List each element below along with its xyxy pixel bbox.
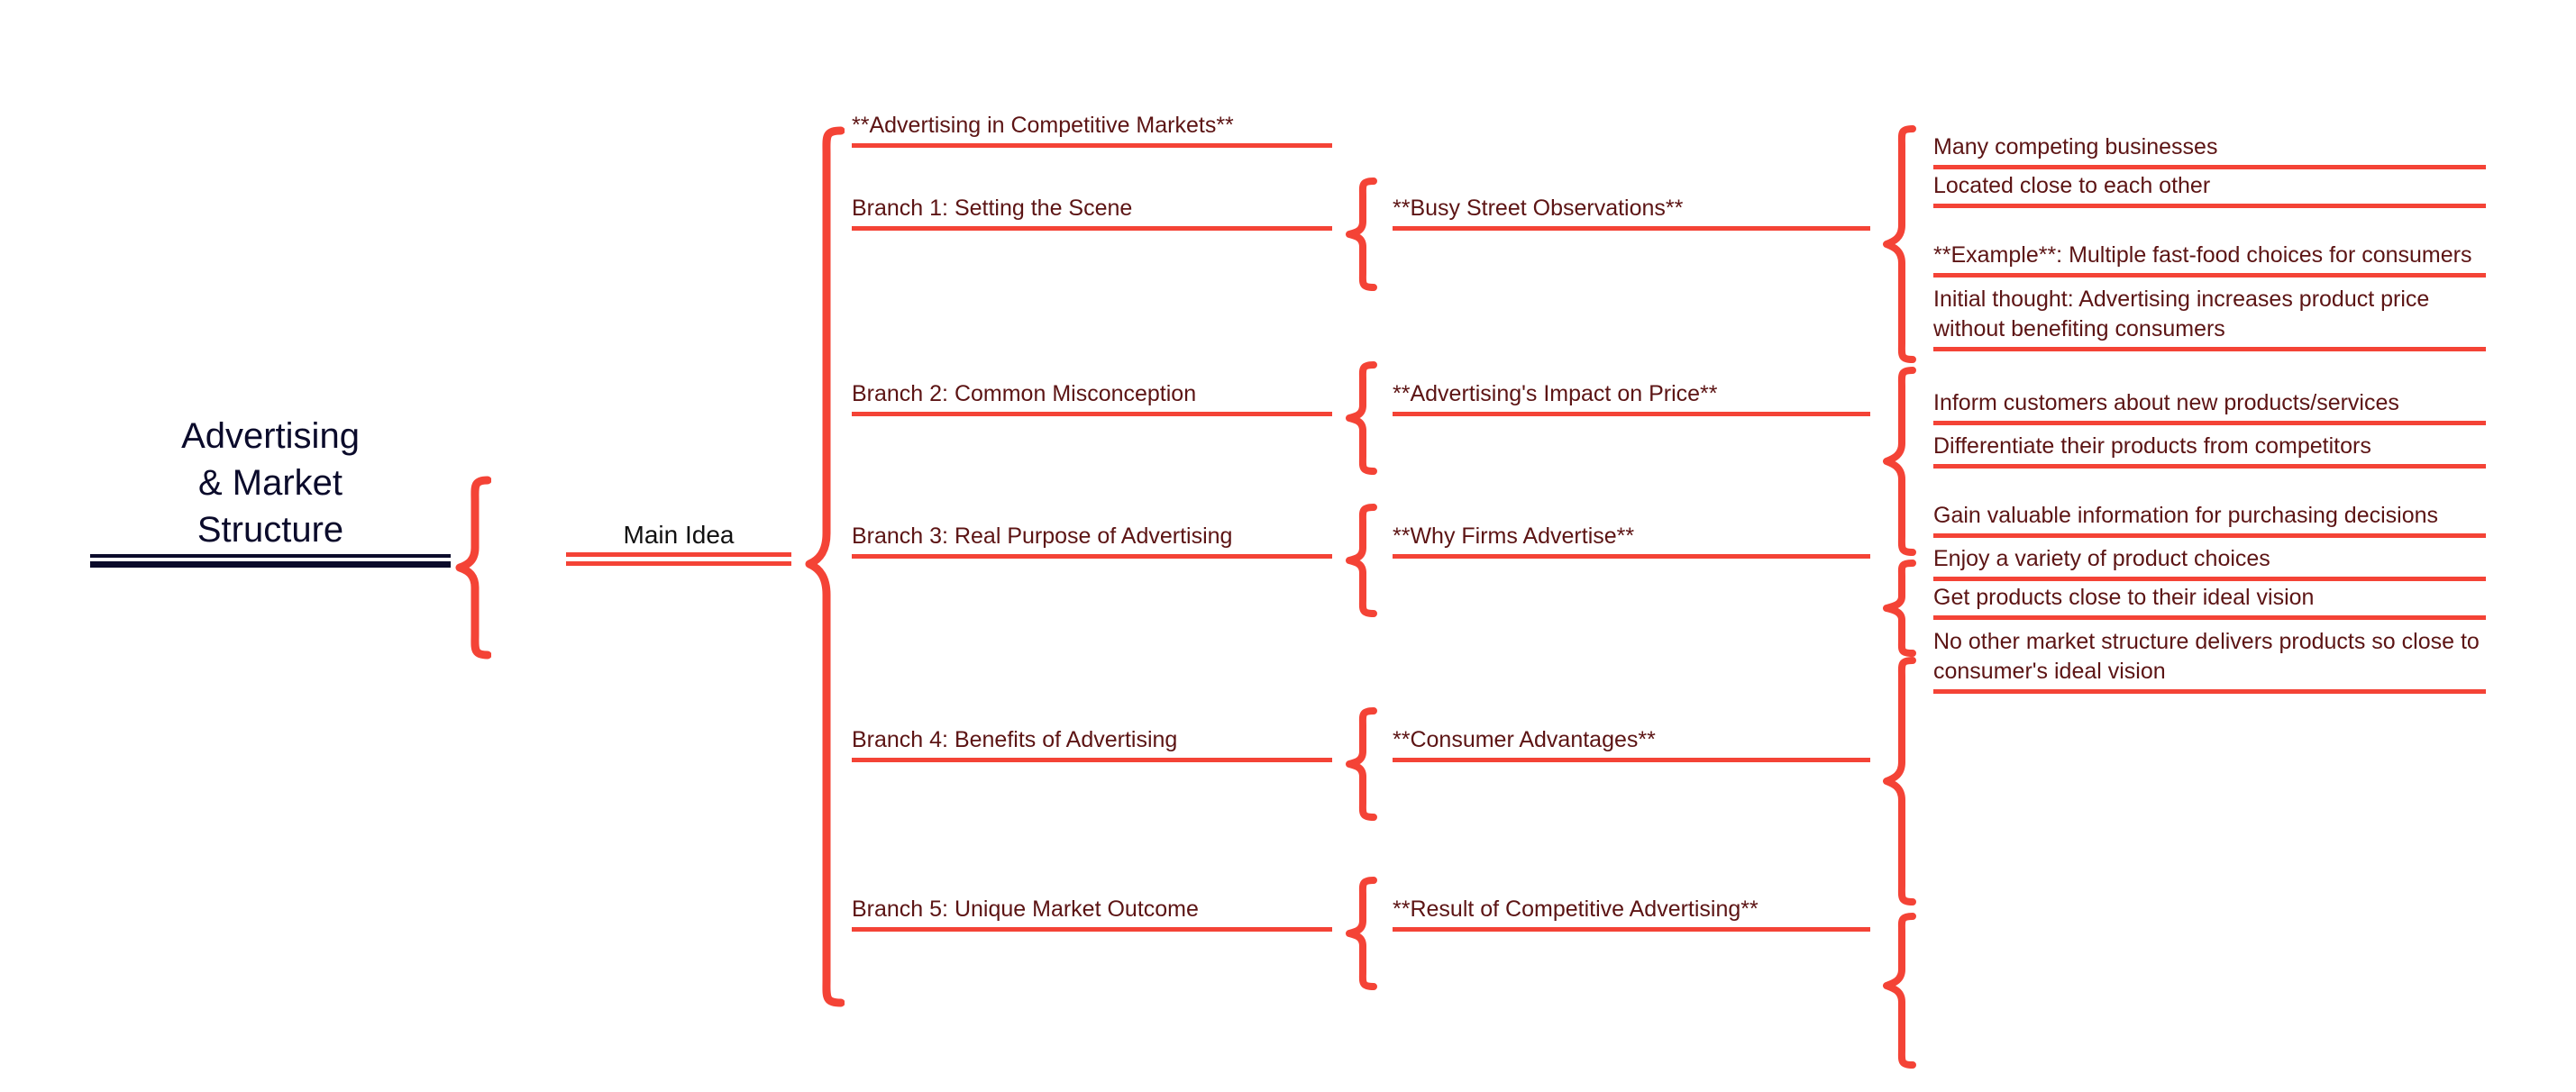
brace-main-idea-to-branches (805, 126, 845, 1007)
brace-level3-1-to-leaves (1883, 367, 1916, 556)
brace-branch3-to-level3 (1346, 504, 1377, 617)
level4-node-9-label: No other market structure delivers produ… (1933, 629, 2480, 684)
level3-node-0-underline (1393, 226, 1870, 231)
level4-node-4-underline (1933, 421, 2486, 425)
level2-node-0-underline (852, 143, 1332, 148)
level2-node-1[interactable]: Branch 1: Setting the Scene (852, 177, 1332, 231)
main-idea-node[interactable]: Main Idea (566, 487, 791, 568)
level2-node-2-underline (852, 412, 1332, 416)
level4-node-3[interactable]: Initial thought: Advertising increases p… (1933, 278, 2486, 351)
level4-node-9[interactable]: No other market structure delivers produ… (1933, 620, 2486, 694)
level3-node-3-underline (1393, 758, 1870, 762)
level2-node-0[interactable]: **Advertising in Competitive Markets** (852, 94, 1332, 148)
level4-node-0-label: Many competing businesses (1933, 133, 2218, 159)
level3-node-2-underline (1393, 554, 1870, 559)
level2-node-4[interactable]: Branch 4: Benefits of Advertising (852, 708, 1332, 762)
level3-node-4-underline (1393, 927, 1870, 932)
level4-node-6[interactable]: Gain valuable information for purchasing… (1933, 464, 2486, 538)
level4-node-9-underline (1933, 689, 2486, 694)
level4-node-7-underline (1933, 577, 2486, 581)
level2-node-5-label: Branch 5: Unique Market Outcome (852, 896, 1199, 922)
level3-node-3[interactable]: **Consumer Advantages** (1393, 708, 1870, 762)
level4-node-8-label: Get products close to their ideal vision (1933, 584, 2315, 610)
level4-node-6-label: Gain valuable information for purchasing… (1933, 502, 2439, 528)
brace-branch5-to-level3 (1346, 877, 1377, 990)
level4-node-3-underline (1933, 347, 2486, 351)
level4-node-4[interactable]: Inform customers about new products/serv… (1933, 351, 2486, 425)
level3-node-2[interactable]: **Why Firms Advertise** (1393, 505, 1870, 559)
level2-node-3-underline (852, 554, 1332, 559)
brace-branch2-to-level3 (1346, 361, 1377, 475)
level3-node-1-underline (1393, 412, 1870, 416)
brace-branch1-to-level3 (1346, 177, 1377, 291)
level4-node-7[interactable]: Enjoy a variety of product choices (1933, 538, 2486, 581)
level4-node-2-underline (1933, 273, 2486, 278)
level2-node-0-label: **Advertising in Competitive Markets** (852, 112, 1234, 138)
level2-node-5-underline (852, 927, 1332, 932)
level4-node-2[interactable]: **Example**: Multiple fast-food choices … (1933, 204, 2486, 278)
level4-node-2-label: **Example**: Multiple fast-food choices … (1933, 241, 2472, 268)
level4-node-5-underline (1933, 464, 2486, 469)
main-idea-underline-top (566, 552, 791, 557)
level4-node-1-underline (1933, 204, 2486, 208)
level3-node-4[interactable]: **Result of Competitive Advertising** (1393, 878, 1870, 932)
brace-level3-2-to-leaves (1883, 560, 1916, 657)
brace-root-to-main-idea (455, 476, 491, 660)
level4-node-8-underline (1933, 615, 2486, 620)
level4-node-1-label: Located close to each other (1933, 172, 2211, 198)
root-underline-bottom (90, 561, 451, 568)
main-idea-label: Main Idea (623, 520, 735, 549)
level2-node-3-label: Branch 3: Real Purpose of Advertising (852, 523, 1233, 549)
level4-node-1[interactable]: Located close to each other (1933, 165, 2486, 208)
root-node[interactable]: Advertising & Market Structure (90, 360, 451, 568)
brace-level3-4-to-leaves (1883, 913, 1916, 1069)
level4-node-6-underline (1933, 533, 2486, 538)
level3-node-0[interactable]: **Busy Street Observations** (1393, 177, 1870, 231)
level3-node-2-label: **Why Firms Advertise** (1393, 523, 1635, 549)
brace-branch4-to-level3 (1346, 707, 1377, 821)
brace-level3-0-to-leaves (1883, 125, 1916, 363)
level4-node-7-label: Enjoy a variety of product choices (1933, 545, 2270, 571)
root-node-label: Advertising & Market Structure (181, 416, 360, 550)
level3-node-1-label: **Advertising's Impact on Price** (1393, 380, 1718, 406)
level3-node-0-label: **Busy Street Observations** (1393, 195, 1684, 221)
level2-node-5[interactable]: Branch 5: Unique Market Outcome (852, 878, 1332, 932)
level2-node-3[interactable]: Branch 3: Real Purpose of Advertising (852, 505, 1332, 559)
level2-node-2-label: Branch 2: Common Misconception (852, 380, 1197, 406)
level3-node-4-label: **Result of Competitive Advertising** (1393, 896, 1758, 922)
main-idea-underline-bottom (566, 561, 791, 566)
level4-node-3-label: Initial thought: Advertising increases p… (1933, 287, 2430, 341)
level2-node-1-label: Branch 1: Setting the Scene (852, 195, 1133, 221)
level4-node-0[interactable]: Many competing businesses (1933, 126, 2486, 169)
level2-node-1-underline (852, 226, 1332, 231)
level2-node-4-underline (852, 758, 1332, 762)
level4-node-4-label: Inform customers about new products/serv… (1933, 389, 2399, 415)
level4-node-0-underline (1933, 165, 2486, 169)
level4-node-5[interactable]: Differentiate their products from compet… (1933, 425, 2486, 469)
level3-node-1[interactable]: **Advertising's Impact on Price** (1393, 362, 1870, 416)
brace-level3-3-to-leaves (1883, 657, 1916, 905)
level2-node-4-label: Branch 4: Benefits of Advertising (852, 726, 1178, 752)
level2-node-2[interactable]: Branch 2: Common Misconception (852, 362, 1332, 416)
level4-node-5-label: Differentiate their products from compet… (1933, 432, 2371, 459)
level3-node-3-label: **Consumer Advantages** (1393, 726, 1656, 752)
root-underline-top (90, 554, 451, 558)
level4-node-8[interactable]: Get products close to their ideal vision (1933, 577, 2486, 620)
